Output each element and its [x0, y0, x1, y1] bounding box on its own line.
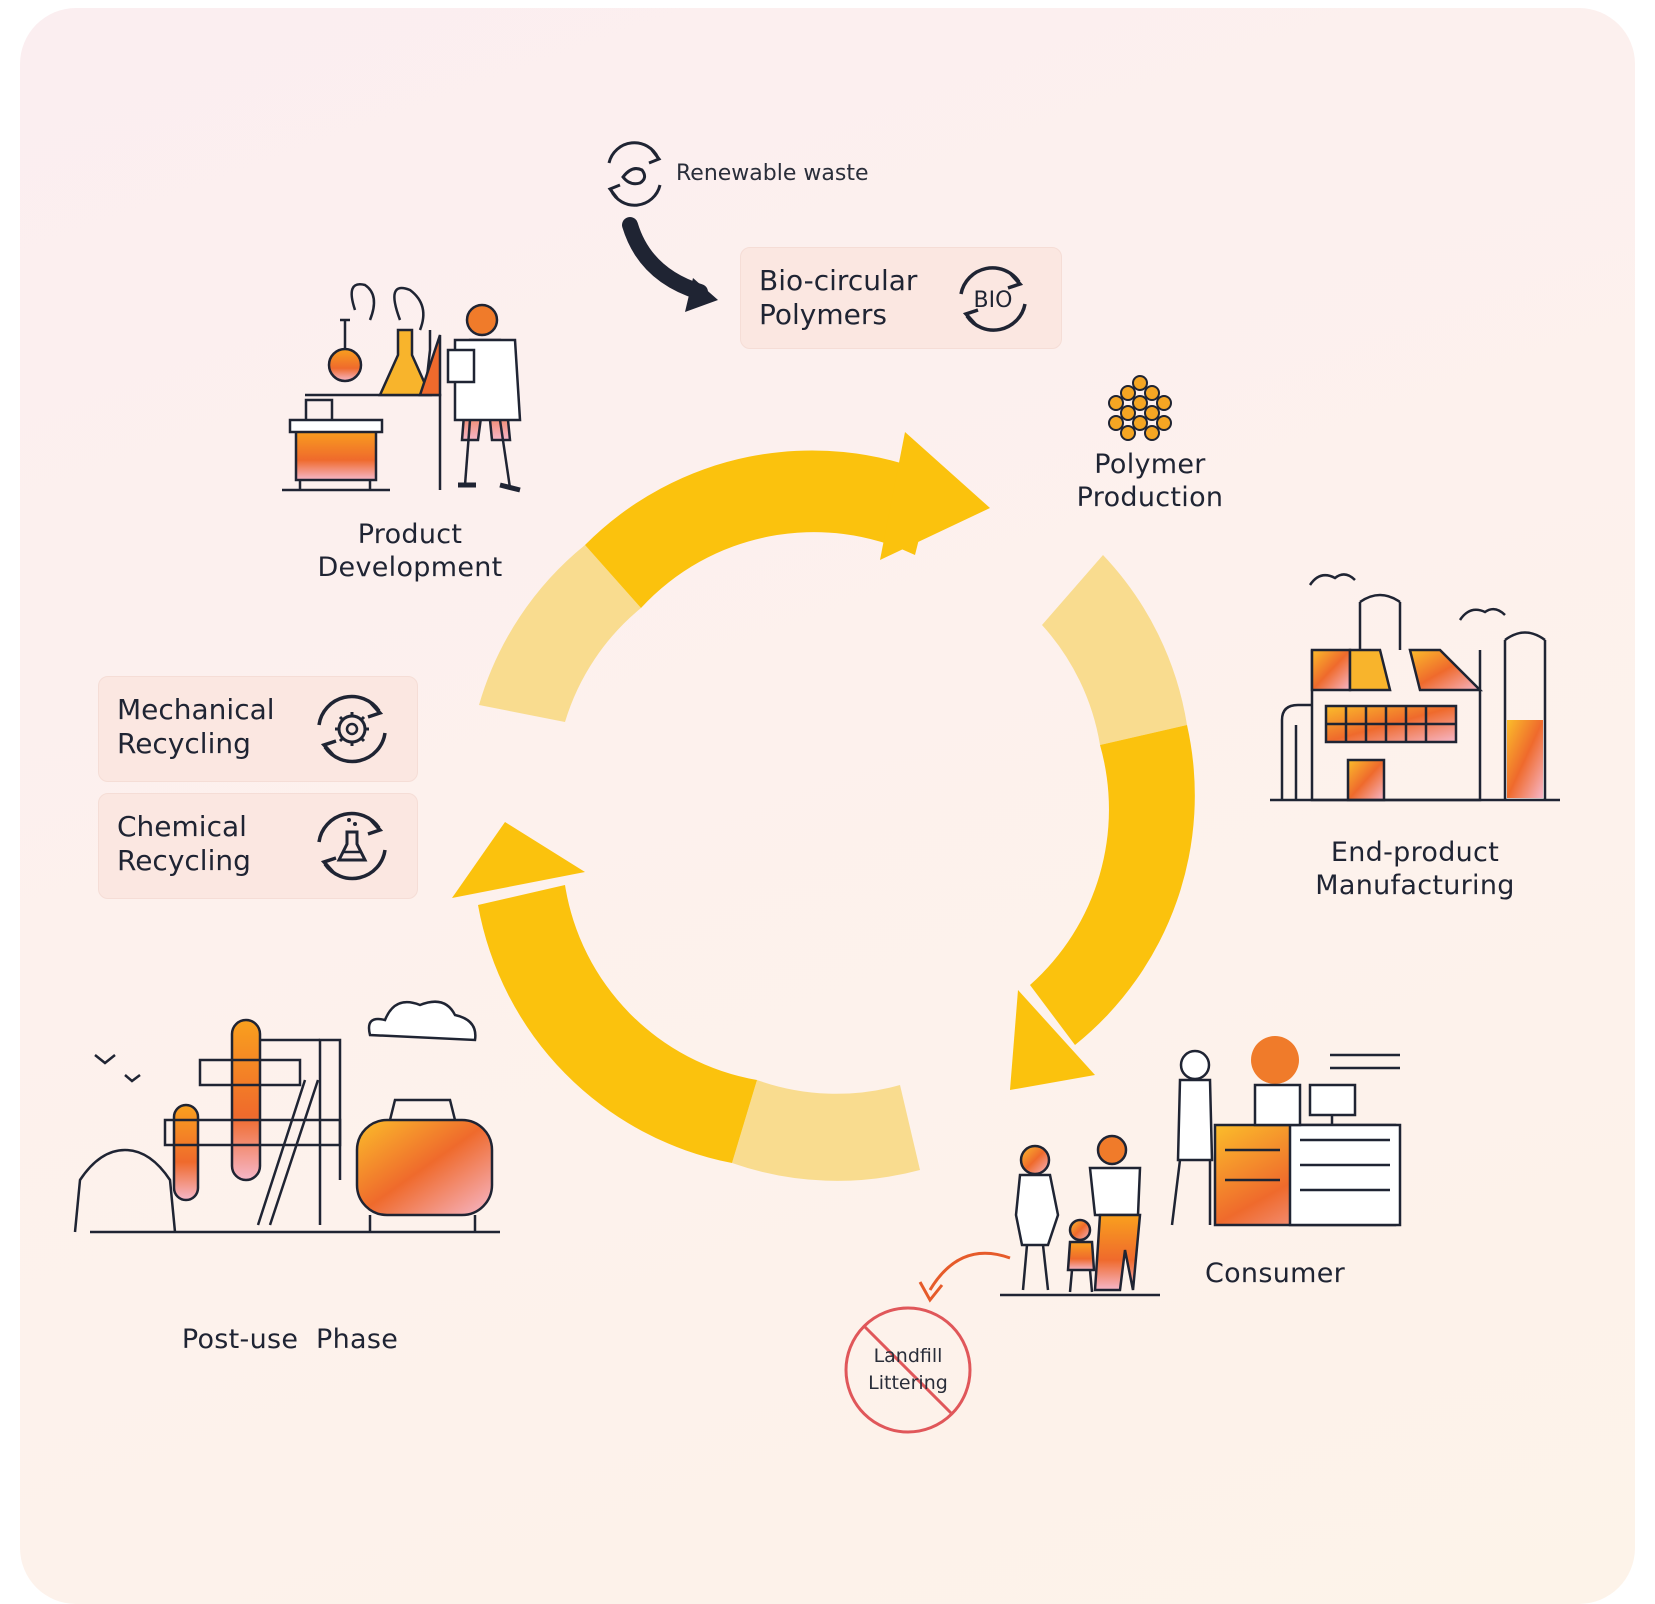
cycle-arrows [452, 432, 1195, 1181]
plant-illustration [73, 1000, 500, 1234]
consumer-illustration [1000, 1036, 1402, 1297]
gear-recycle-icon [317, 694, 387, 764]
bio-icon-text: BIO [974, 288, 1013, 313]
arrow-top-body [585, 450, 935, 608]
chemical-recycling-box: Chemical Recycling [98, 793, 418, 899]
arrow-top-head [880, 432, 990, 560]
arrow-right-light [1042, 555, 1187, 745]
flask-recycle-icon [317, 811, 387, 881]
bio-circular-box: Bio-circular Polymers BIO [740, 247, 1062, 349]
no-littering-sign [844, 1306, 972, 1434]
arrow-right-body [1030, 725, 1195, 1045]
mechanical-recycling-label-2: Recycling [117, 727, 251, 760]
post-use-label: Post-use Phase [181, 1324, 399, 1355]
renewable-waste-label: Renewable waste [676, 161, 869, 186]
consumer-label: Consumer [1204, 1258, 1346, 1289]
arrow-top-light [479, 545, 641, 722]
factory-illustration [1270, 573, 1560, 802]
bio-circular-label: Bio-circular Polymers [759, 264, 918, 331]
bio-recycle-icon: BIO [959, 266, 1027, 332]
landfill-arrow [928, 1251, 1011, 1291]
arrow-bottom-light [732, 1080, 920, 1181]
chemical-recycling-label-2: Recycling [117, 844, 251, 877]
polymer-production-label: Polymer Production [1076, 449, 1224, 513]
landfill-littering-label: Landfill Littering [868, 1345, 948, 1394]
arrow-bottom-head [452, 822, 585, 898]
chemical-recycling-label-1: Chemical [117, 810, 247, 843]
arrow-right-head [1010, 990, 1095, 1090]
mechanical-recycling-box: Mechanical Recycling [98, 676, 418, 782]
lab-illustration [282, 283, 522, 493]
renewable-arrow [622, 217, 708, 300]
end-product-label: End-product Manufacturing [1315, 837, 1515, 901]
hand-recycle-icon [607, 141, 662, 207]
polymer-dots-icon [1108, 375, 1172, 441]
arrow-bottom-body [478, 885, 757, 1163]
product-development-label: Product Development [317, 519, 503, 583]
mechanical-recycling-label-1: Mechanical [117, 693, 275, 726]
